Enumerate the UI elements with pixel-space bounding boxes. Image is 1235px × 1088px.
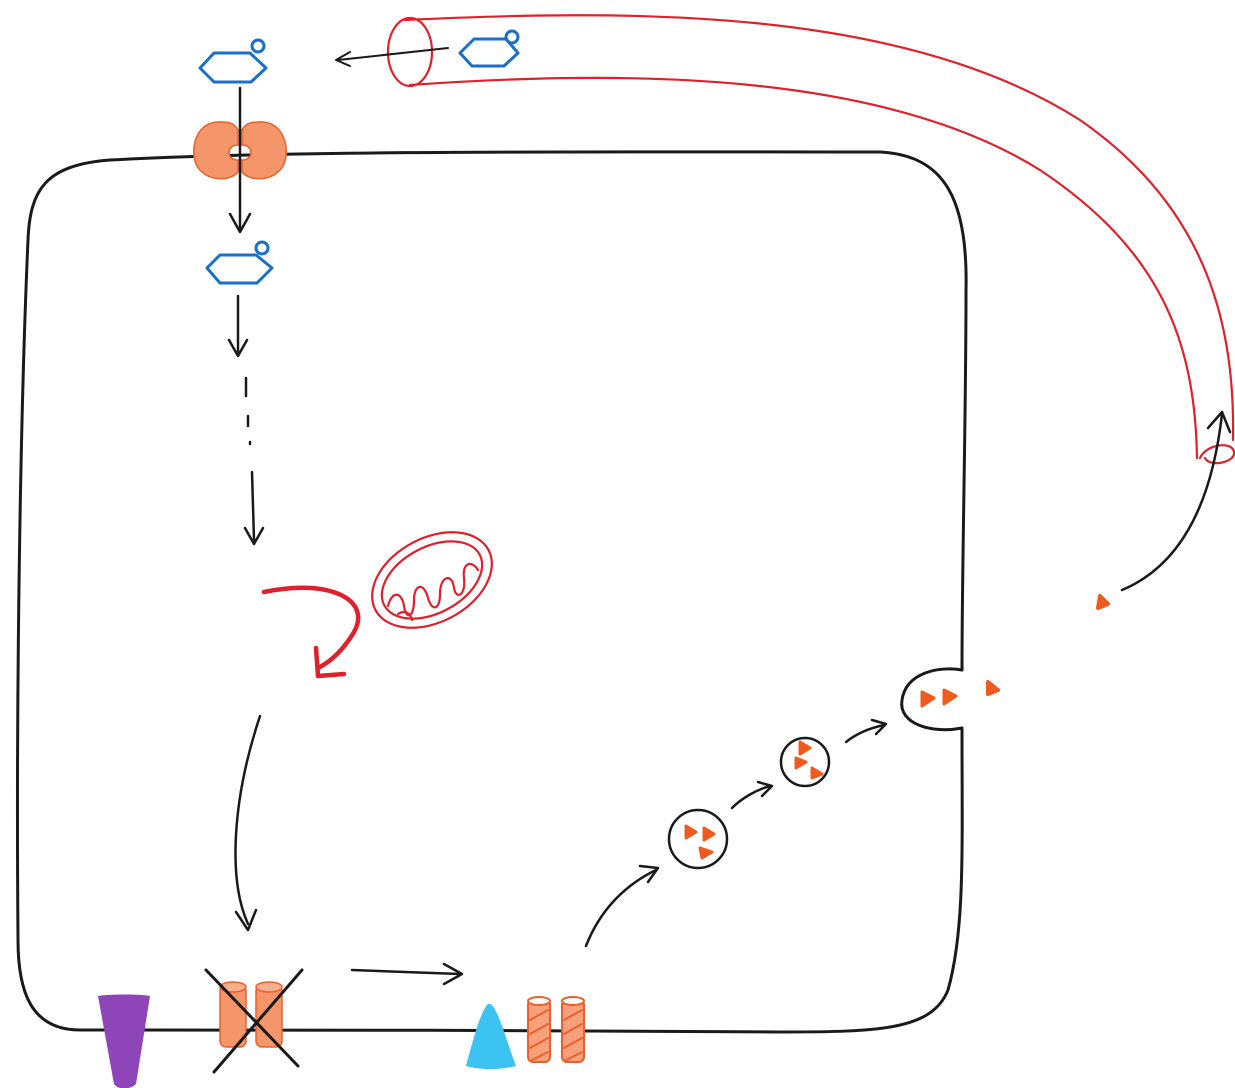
glucose-molecule-icon <box>205 240 274 285</box>
glucose-uptake-arrow <box>228 86 252 234</box>
open-channel-icon <box>527 996 585 1063</box>
glucose-molecule-icon <box>458 29 520 68</box>
hormone-particle-icon <box>1096 594 1110 610</box>
secretory-vesicle-icon <box>779 736 831 788</box>
purple-receptor-icon <box>98 994 150 1088</box>
exocytosis-vesicle-icon <box>900 667 964 732</box>
hormone-particle-icon <box>986 680 1000 696</box>
glucose-transporter-icon <box>193 121 287 180</box>
blood-vessel-icon <box>386 14 1235 465</box>
cell-membrane <box>15 150 968 1034</box>
blocked-channel-icon <box>204 968 304 1074</box>
cyan-receptor-icon <box>466 1003 516 1069</box>
glucose-exit-arrow <box>335 47 449 67</box>
secretory-vesicle-icon <box>667 808 729 870</box>
calcium-influx-arrow <box>584 864 660 948</box>
mitochondrion-icon <box>371 531 493 629</box>
atp-production-arrow <box>261 585 361 679</box>
vesicle-transport-arrow <box>730 780 774 810</box>
depolarization-arrow <box>234 714 262 932</box>
metabolism-arrow <box>227 294 265 546</box>
glucose-molecule-icon <box>198 38 268 84</box>
secretion-to-blood-arrow <box>1120 410 1232 592</box>
channel-opening-arrow <box>350 962 464 986</box>
vesicle-transport-arrow <box>844 718 888 744</box>
